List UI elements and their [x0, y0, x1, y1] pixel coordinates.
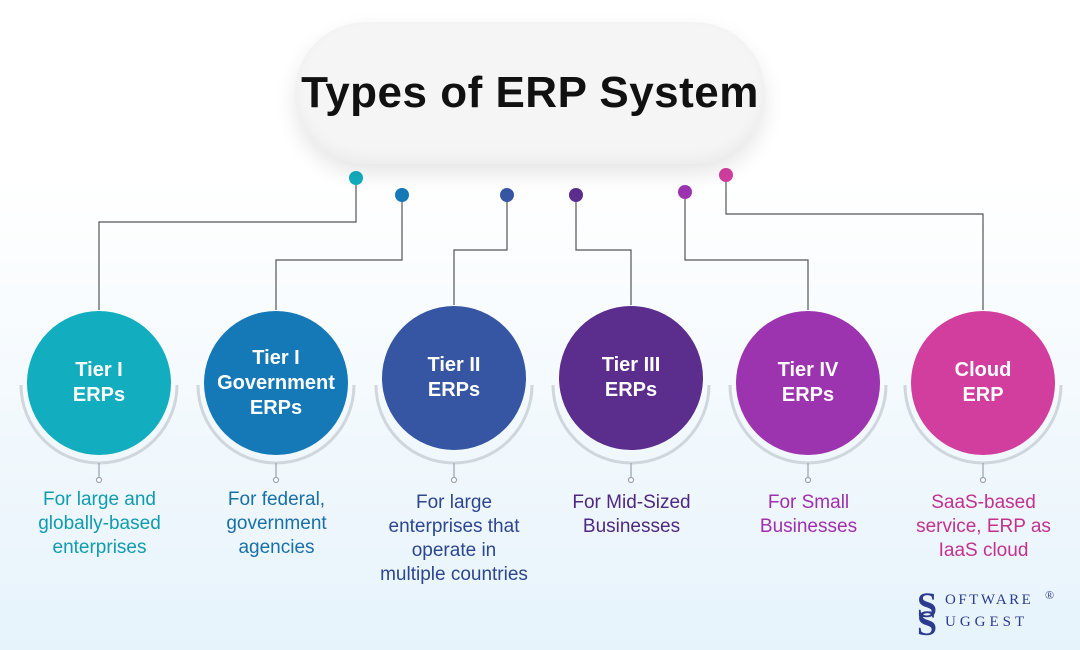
stem-3: [450, 463, 458, 484]
tier-description-6: SaaS-based service, ERP as IaaS cloud: [896, 491, 1071, 563]
tier-description-2: For federal, government agencies: [189, 488, 364, 560]
page-title: Types of ERP System: [301, 68, 759, 117]
tier-circle-1: Tier I ERPs: [27, 311, 171, 455]
tier-circle-3: Tier II ERPs: [382, 306, 526, 450]
tier-2-line-3: ERPs: [249, 396, 303, 419]
tier-5-line-2: ERPs: [781, 384, 835, 406]
tier-3-line-1: Tier II: [427, 354, 481, 376]
tier-6-desc-line-1: SaaS-based: [931, 492, 1036, 513]
stem-2: [272, 463, 280, 484]
tier-6-desc-line-3: IaaS cloud: [938, 540, 1029, 561]
tier-2-desc-line-1: For federal,: [227, 489, 326, 510]
stem-5: [804, 463, 812, 484]
tier-1-line-2: ERPs: [72, 384, 126, 406]
tier-description-3: For large enterprises that operate in mu…: [362, 491, 546, 587]
tier-1-desc-line-1: For large and: [42, 489, 156, 510]
connector-dot-3: [500, 188, 514, 202]
logo-word-bottom: UGGEST: [945, 614, 1029, 630]
connector-line-1: [98, 178, 357, 310]
connector-dot-4: [569, 188, 583, 202]
tier-2-desc-line-2: government: [226, 513, 327, 534]
tier-6-line-2: ERP: [962, 384, 1004, 406]
logo-letter-bottom: S: [917, 603, 938, 643]
tier-1-desc-line-2: globally-based: [38, 513, 161, 534]
tier-2-line-2: Government: [217, 371, 335, 394]
tier-3-desc-line-4: multiple countries: [380, 564, 528, 585]
tier-3-desc-line-3: operate in: [411, 540, 497, 561]
connector-dot-6: [719, 168, 733, 182]
logo-letter-top: S: [917, 585, 938, 625]
connector-dot-1: [349, 171, 363, 185]
tier-description-1: For large and globally-based enterprises: [12, 488, 187, 560]
tier-description-4: For Mid-Sized Businesses: [544, 491, 719, 539]
tier-6-line-1: Cloud: [954, 359, 1012, 381]
tier-5-desc-line-2: Businesses: [759, 516, 858, 537]
tier-5-desc-line-1: For Small: [767, 492, 850, 513]
tier-3-desc-line-1: For large: [415, 492, 493, 513]
logo-registered-mark: ®: [1045, 588, 1055, 602]
connector-dot-5: [678, 185, 692, 199]
tier-3-desc-line-2: enterprises that: [388, 516, 520, 537]
connector-line-6: [725, 175, 984, 310]
tier-circle-4: Tier III ERPs: [559, 306, 703, 450]
connector-dot-2: [395, 188, 409, 202]
tier-description-5: For Small Businesses: [721, 491, 896, 539]
tier-4-line-2: ERPs: [604, 379, 658, 401]
logo-word-top: OFTWARE: [945, 592, 1034, 608]
tier-4-desc-line-2: Businesses: [582, 516, 681, 537]
connector-line-4: [575, 195, 632, 305]
tier-6-desc-line-2: service, ERP as: [916, 516, 1051, 537]
connector-line-2: [275, 195, 403, 310]
connector-line-3: [453, 195, 508, 305]
tier-2-desc-line-3: agencies: [238, 537, 315, 558]
tier-5-line-1: Tier IV: [777, 359, 839, 381]
tier-4-line-1: Tier III: [601, 354, 661, 376]
stem-4: [627, 463, 635, 484]
stem-6: [979, 463, 987, 484]
tier-circle-5: Tier IV ERPs: [736, 311, 880, 455]
tier-1-desc-line-3: enterprises: [52, 537, 147, 558]
softwaresuggest-logo: S OFTWARE ® S UGGEST: [915, 585, 1065, 643]
tier-1-line-1: Tier I: [75, 359, 123, 381]
title-pill: Types of ERP System: [295, 22, 765, 164]
tier-4-desc-line-1: For Mid-Sized: [572, 492, 691, 513]
tier-2-line-1: Tier I: [252, 346, 300, 369]
tier-3-line-2: ERPs: [427, 379, 481, 401]
connector-line-5: [684, 192, 809, 310]
stem-1: [95, 463, 103, 484]
